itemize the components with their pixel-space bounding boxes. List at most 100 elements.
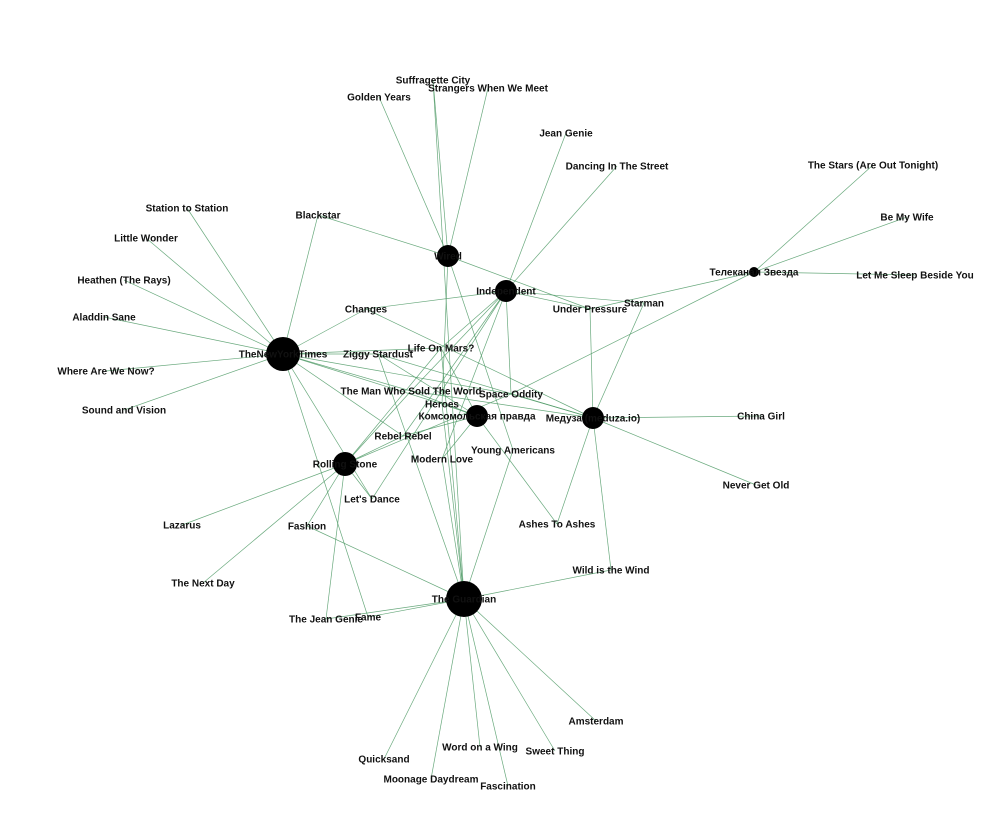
- song-label-s1: Suffragette City: [396, 76, 471, 87]
- edge-independent-s27: [441, 290, 507, 460]
- edge-guardian-s38: [463, 598, 481, 748]
- edge-independent-s5: [505, 165, 618, 292]
- hub-node-independent: [495, 280, 517, 302]
- song-label-s13: Aladdin Sane: [72, 313, 136, 324]
- edge-rollingstone-s31: [306, 463, 346, 527]
- song-label-s22: Space Oddity: [479, 390, 543, 401]
- edge-wired-s3: [378, 96, 449, 257]
- edge-kp-s25: [402, 415, 478, 437]
- song-label-s35: The Jean Genie: [289, 615, 363, 626]
- song-label-s9: Station to Station: [146, 204, 229, 215]
- edge-independent-s20: [440, 290, 507, 349]
- hub-layer: [266, 245, 759, 617]
- edge-meduza-s21: [410, 390, 594, 419]
- edge-rollingstone-s22: [344, 393, 512, 465]
- edge-wired-s17: [447, 255, 591, 310]
- edge-meduza-s34: [592, 417, 612, 571]
- edge-independent-s16: [365, 290, 507, 310]
- edge-meduza-s18: [592, 302, 645, 419]
- edge-rollingstone-s33: [202, 463, 346, 584]
- hub-label-zvezda: Телеканал Звезда: [710, 268, 799, 279]
- edge-nytimes-s20: [282, 347, 442, 355]
- hub-label-nytimes: TheNewYorkTimes: [239, 350, 328, 361]
- edge-independent-s21: [410, 290, 507, 392]
- edge-rollingstone-s35: [325, 463, 346, 620]
- hub-label-kp: Комсомольская правда: [418, 412, 535, 423]
- hub-label-rollingstone: Rolling Stone: [313, 460, 378, 471]
- song-label-s32: Ashes To Ashes: [519, 520, 596, 531]
- edge-guardian-s1: [432, 79, 465, 600]
- hub-label-guardian: The Guardian: [432, 595, 496, 606]
- song-label-s34: Wild is the Wind: [572, 566, 649, 577]
- edge-guardian-s27: [441, 458, 465, 600]
- edge-layer: [103, 79, 916, 787]
- edge-meduza-s32: [556, 417, 594, 525]
- edge-nytimes-s11: [145, 237, 284, 355]
- song-label-s12: Heathen (The Rays): [77, 276, 170, 287]
- edge-guardian-s42: [463, 598, 509, 787]
- song-label-s17: Under Pressure: [553, 305, 628, 316]
- song-label-s30: Lazarus: [163, 521, 201, 532]
- song-label-s7: Be My Wife: [880, 213, 934, 224]
- song-label-s4: Jean Genie: [539, 129, 593, 140]
- edge-meduza-s28: [592, 417, 757, 486]
- hub-node-wired: [437, 245, 459, 267]
- song-label-s21: The Man Who Sold The World: [341, 387, 482, 398]
- hub-label-independent: Independent: [476, 287, 536, 298]
- edge-guardian-s39: [463, 598, 556, 752]
- edge-kp-s19: [377, 353, 478, 417]
- song-label-s8: Let Me Sleep Beside You: [856, 271, 973, 282]
- edge-kp-s20: [440, 347, 478, 417]
- hub-node-zvezda: [749, 267, 759, 277]
- song-label-s16: Changes: [345, 305, 388, 316]
- edge-nytimes-s14: [105, 353, 284, 372]
- song-label-s28: Never Get Old: [723, 481, 790, 492]
- edge-nytimes-s15: [123, 353, 284, 411]
- edge-guardian-s35: [325, 598, 465, 620]
- song-label-s20: Life On Mars?: [408, 344, 475, 355]
- song-label-s29: Let's Dance: [344, 495, 400, 506]
- hub-label-meduza: Медуза (meduza.io): [546, 414, 641, 425]
- song-label-s42: Fascination: [480, 782, 536, 793]
- song-label-s19: Ziggy Stardust: [343, 350, 414, 361]
- edge-independent-s4: [505, 132, 567, 292]
- song-label-s18: Starman: [624, 299, 664, 310]
- hub-node-meduza: [582, 407, 604, 429]
- song-label-s31: Fashion: [288, 522, 326, 533]
- song-label-s2: Strangers When We Meet: [428, 84, 549, 95]
- song-label-s39: Sweet Thing: [526, 747, 585, 758]
- edge-nytimes-s29: [282, 353, 373, 500]
- song-label-s37: Amsterdam: [568, 717, 623, 728]
- edge-guardian-s37: [463, 598, 597, 722]
- edge-nytimes-s36: [282, 353, 369, 618]
- edge-zvezda-s6: [753, 164, 874, 273]
- edge-wired-s26: [447, 255, 514, 451]
- edge-wired-s1: [432, 79, 449, 257]
- edge-independent-s25: [402, 290, 507, 437]
- song-label-s3: Golden Years: [347, 93, 411, 104]
- edge-guardian-s31: [306, 525, 465, 600]
- hub-node-rollingstone: [333, 452, 357, 476]
- edge-rollingstone-s20: [344, 347, 442, 465]
- edge-guardian-s40: [383, 598, 465, 760]
- song-label-s33: The Next Day: [171, 579, 235, 590]
- song-label-s26: Young Americans: [471, 446, 555, 457]
- edge-independent-s17: [505, 290, 591, 310]
- edge-wired-s10: [317, 214, 449, 257]
- hub-label-wired: Wired: [434, 252, 462, 263]
- edge-independent-s18: [505, 290, 645, 304]
- edge-meduza-s24: [592, 415, 762, 419]
- edge-zvezda-s22: [510, 271, 755, 395]
- edge-independent-s22: [505, 290, 512, 395]
- edge-nytimes-s22: [282, 353, 512, 395]
- song-label-s25: Rebel Rebel: [374, 432, 431, 443]
- edge-guardian-s26: [463, 449, 514, 600]
- song-label-s6: The Stars (Are Out Tonight): [808, 161, 938, 172]
- edge-guardian-s34: [463, 569, 612, 600]
- edge-meduza-s22: [510, 393, 594, 419]
- song-label-s10: Blackstar: [295, 211, 340, 222]
- edge-zvezda-s7: [753, 216, 908, 273]
- song-label-s11: Little Wonder: [114, 234, 178, 245]
